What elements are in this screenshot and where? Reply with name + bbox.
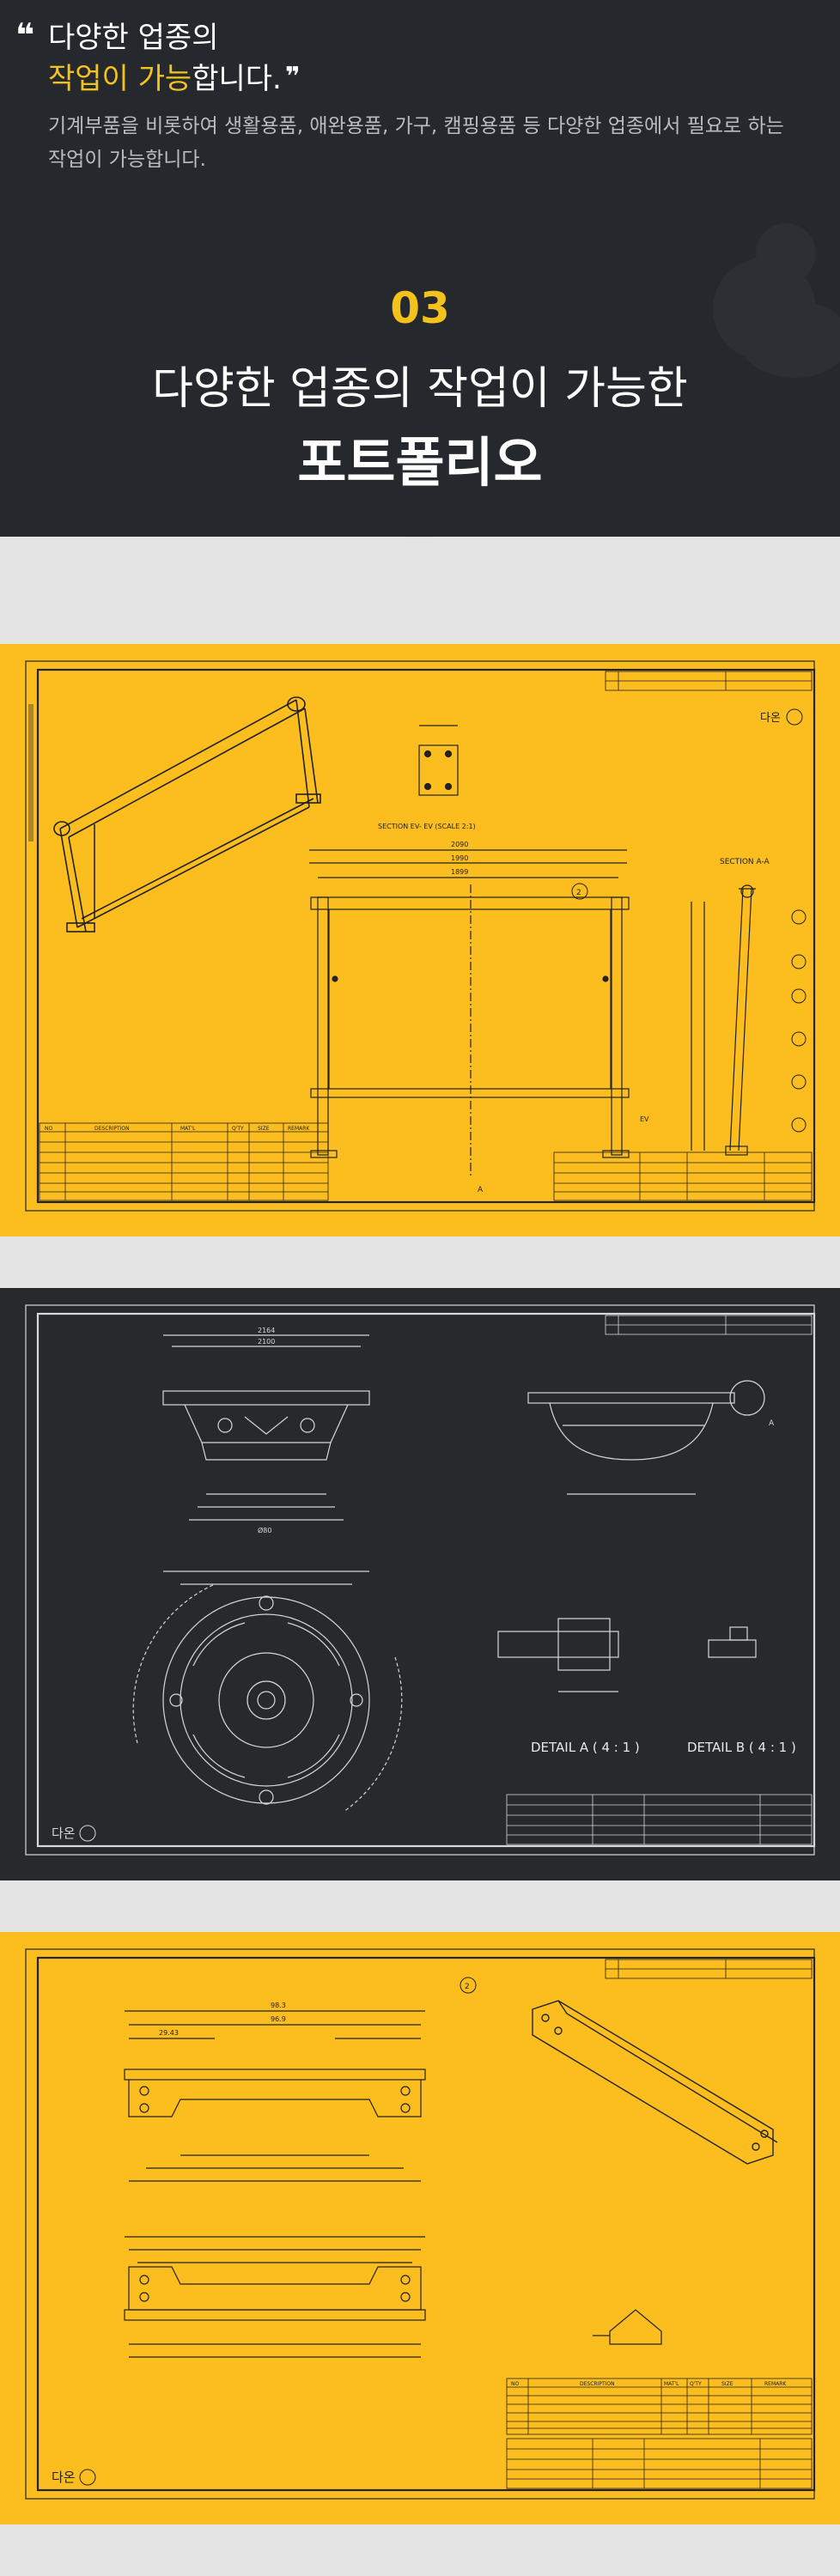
- bom-header-size: SIZE: [721, 2381, 733, 2387]
- detail-b-view: [708, 1626, 757, 1658]
- section-number: 03: [390, 283, 450, 333]
- dim-29-43: 29.43: [159, 2029, 179, 2037]
- flange-view: [132, 1571, 403, 1813]
- bom-header-size: SIZE: [258, 1126, 270, 1132]
- hero-heading-line1: 다양한 업종의: [48, 21, 219, 55]
- section-aa-label: SECTION A-A: [720, 858, 770, 866]
- bom-header-matl: MAT'L: [180, 1126, 196, 1132]
- detail-a-view: [497, 1618, 619, 1692]
- top-view: 2164 2100: [162, 1327, 370, 1521]
- small-part-view: [593, 2309, 662, 2345]
- bom-table: [506, 2378, 813, 2435]
- svg-text:2: 2: [465, 1983, 470, 1991]
- decor-blob: [739, 301, 840, 378]
- title-block: [506, 2438, 813, 2489]
- bom-header-description: DESCRIPTION: [580, 2381, 615, 2387]
- dim-2164: 2164: [258, 1327, 275, 1334]
- bom-header-remark: REMARK: [764, 2381, 787, 2387]
- dim-2100: 2100: [258, 1338, 275, 1346]
- hero-heading-line2: 작업이 가능합니다.❞: [48, 60, 300, 98]
- heading-highlight: 작업이 가능: [48, 62, 192, 96]
- front-view: 2090 1990 1899: [309, 841, 630, 1176]
- label-ev: EV: [640, 1115, 649, 1123]
- portfolio-drawing-1: 다온 SECTION EV- EV (SCALE 2:1) 2090 1990 …: [0, 644, 840, 1236]
- label-a: A: [478, 1186, 484, 1194]
- heading-rest: 합니다.: [192, 62, 282, 96]
- section-ev-label: SECTION EV- EV (SCALE 2:1): [378, 823, 476, 830]
- portfolio-drawing-3: 2 98.3 96.9 29.43: [0, 1932, 840, 2524]
- svg-text:2: 2: [576, 889, 581, 897]
- side-view: [527, 1380, 765, 1495]
- section-title: 포트폴리오: [297, 431, 543, 494]
- plate-view-2: [124, 2236, 426, 2358]
- hero-pointer: [0, 494, 840, 537]
- dim-96-9: 96.9: [271, 2015, 286, 2023]
- bom-header-description: DESCRIPTION: [94, 1126, 130, 1132]
- label-a: A: [769, 1419, 775, 1428]
- dim-2090: 2090: [451, 841, 468, 848]
- dim-98-3: 98.3: [271, 2002, 286, 2009]
- title-block: [553, 1151, 813, 1201]
- bom-header-no: NO: [511, 2381, 519, 2387]
- dim-phi80: Ø80: [258, 1526, 271, 1534]
- quote-open-icon: ❝: [15, 16, 35, 54]
- bom-table: [39, 1122, 329, 1201]
- dim-1899: 1899: [451, 868, 468, 876]
- section-subtitle: 다양한 업종의 작업이 가능한: [152, 363, 688, 415]
- portfolio-drawing-2: 2164 2100 Ø80 A: [0, 1288, 840, 1880]
- plate-view-1: [124, 2010, 426, 2182]
- hero-description: 기계부품을 비롯하여 생활용품, 애완용품, 가구, 캠핑용품 등 다양한 업종…: [48, 115, 784, 172]
- bom-header-no: NO: [45, 1126, 52, 1132]
- bom-header-qty: Q'TY: [690, 2381, 702, 2387]
- detail-b-label: DETAIL B ( 4 : 1 ): [687, 1740, 796, 1755]
- bom-header-qty: Q'TY: [232, 1126, 244, 1132]
- detail-a-label: DETAIL A ( 4 : 1 ): [531, 1740, 640, 1755]
- hero-section: ❝ 다양한 업종의 작업이 가능합니다.❞ 기계부품을 비롯하여 생활용품, 애…: [0, 0, 840, 537]
- isometric-bracket: [532, 2000, 778, 2165]
- logo-text: 다온: [52, 1826, 76, 1841]
- section-aa-view: [691, 884, 756, 1156]
- bom-header-remark: REMARK: [288, 1126, 310, 1132]
- decor-blob: [756, 223, 816, 283]
- dim-1990: 1990: [451, 854, 468, 862]
- bom-header-matl: MAT'L: [664, 2381, 679, 2387]
- isometric-frame: [53, 696, 321, 933]
- logo-text: 다온: [52, 2470, 76, 2485]
- quote-close-icon: ❞: [284, 62, 301, 92]
- logo-text: 다온: [760, 712, 781, 725]
- title-block: [506, 1794, 813, 1845]
